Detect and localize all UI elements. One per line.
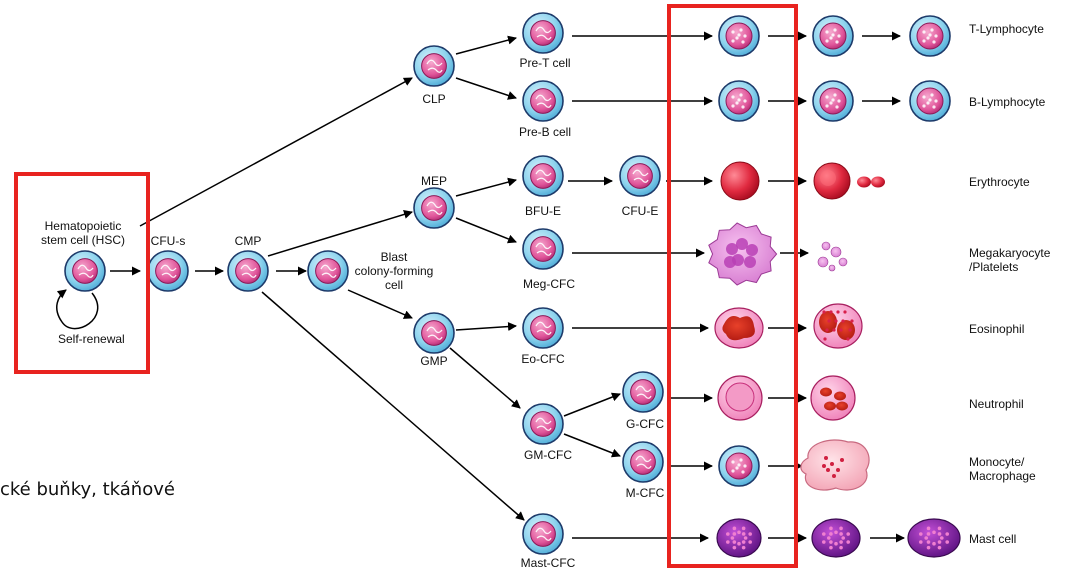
cell-type-eosinophil: Eosinophil <box>969 322 1025 336</box>
erythrocyte-side-icon <box>857 176 885 188</box>
eosinophil-icon <box>813 303 863 349</box>
arrow-gmcfc-gcfc <box>563 392 621 417</box>
cell-type-b-lymphocyte: B-Lymphocyte <box>969 95 1046 109</box>
cmp-cell-icon <box>227 250 269 292</box>
bfu-e-cell-icon <box>522 155 564 197</box>
mast-cfc-label: Mast-CFC <box>520 556 576 570</box>
hsc-highlight-box <box>14 172 150 374</box>
arrow-gmp-eocfc <box>455 322 517 332</box>
arrow-cmp-mast <box>261 291 525 521</box>
pre-b-cell-icon <box>522 80 564 122</box>
mast-precursor-icon <box>716 518 762 558</box>
eo-cfc-cell-icon <box>522 307 564 349</box>
gm-cfc-label: GM-CFC <box>524 448 572 462</box>
t-lymphocyte-cell-icon <box>909 15 951 57</box>
arrow-blast-mep <box>267 210 413 257</box>
cell-type-megakaryocyte: Megakaryocyte /Platelets <box>969 246 1051 274</box>
hsc-cell-icon <box>64 250 106 292</box>
cell-icons <box>64 12 961 558</box>
meg-cfc-label: Meg-CFC <box>522 277 576 291</box>
platelets-icon <box>817 241 848 272</box>
cfu-e-label: CFU-E <box>621 204 659 218</box>
gmp-label: GMP <box>420 354 448 368</box>
clp-label: CLP <box>422 92 446 106</box>
cmp-label: CMP <box>234 234 262 248</box>
eosinophil-precursor-icon <box>714 307 764 349</box>
mono-precursor-cell-icon <box>718 445 760 487</box>
blast-label: Blast colony-forming cell <box>354 250 434 292</box>
precursor-column-highlight-box <box>667 4 798 568</box>
arrow-blast-gmp <box>347 289 413 319</box>
m-cfc-label: M-CFC <box>625 486 665 500</box>
pre-t-label: Pre-T cell <box>519 56 571 70</box>
arrow-mep-megcfc <box>455 217 517 244</box>
cfu-s-cell-icon <box>147 250 189 292</box>
lineage-arrows <box>56 31 905 543</box>
arrow-hsc-clp <box>139 77 413 227</box>
mast-cfc-cell-icon <box>522 513 564 555</box>
overlay-slide-text: cké buňky, tkáňové <box>0 479 175 500</box>
g-cfc-cell-icon <box>622 371 664 413</box>
b-precursor-cell-icon <box>718 80 760 122</box>
meg-cfc-cell-icon <box>522 228 564 270</box>
cell-type-erythrocyte: Erythrocyte <box>969 175 1030 189</box>
b-lymphocyte-cell-icon <box>909 80 951 122</box>
clp-cell-icon <box>413 45 455 87</box>
arrow-clp-preb <box>455 77 517 100</box>
t-precursor-cell-icon <box>718 15 760 57</box>
self-renewal-label: Self-renewal <box>58 332 125 346</box>
neutrophil-icon <box>810 375 856 421</box>
mast-cell-icon <box>907 518 961 558</box>
cell-type-mast-cell: Mast cell <box>969 532 1017 546</box>
g-cfc-label: G-CFC <box>626 417 664 431</box>
blast-cell-icon <box>307 250 349 292</box>
arrow-gmcfc-mcfc <box>563 433 621 458</box>
gm-cfc-cell-icon <box>522 403 564 445</box>
neutrophil-precursor-icon <box>717 375 763 421</box>
t-intermediate-cell-icon <box>812 15 854 57</box>
cell-type-monocyte: Monocyte/ Macrophage <box>969 455 1036 483</box>
eo-cfc-label: Eo-CFC <box>521 352 565 366</box>
pre-b-label: Pre-B cell <box>518 125 572 139</box>
erythroblast-icon <box>720 161 760 201</box>
hsc-label: Hematopoietic stem cell (HSC) <box>40 219 126 247</box>
cell-type-neutrophil: Neutrophil <box>969 397 1024 411</box>
cell-type-t-lymphocyte: T-Lymphocyte <box>969 22 1044 36</box>
macrophage-icon <box>800 439 870 491</box>
m-cfc-cell-icon <box>622 441 664 483</box>
gmp-cell-icon <box>413 312 455 354</box>
self-renewal-arrow <box>56 289 99 330</box>
mep-cell-icon <box>413 187 455 229</box>
mep-label: MEP <box>420 174 448 188</box>
arrow-gmp-gmcfc <box>449 347 521 409</box>
megakaryocyte-icon <box>708 222 778 286</box>
arrow-clp-pret <box>455 35 517 55</box>
erythrocyte-icon <box>813 162 851 200</box>
arrow-mep-bfue <box>455 177 517 197</box>
bfu-e-label: BFU-E <box>525 204 561 218</box>
pre-t-cell-icon <box>522 12 564 54</box>
cfu-e-cell-icon <box>619 155 661 197</box>
mast-intermediate-icon <box>811 518 861 558</box>
cfu-s-label: CFU-s <box>150 234 186 248</box>
b-intermediate-cell-icon <box>812 80 854 122</box>
